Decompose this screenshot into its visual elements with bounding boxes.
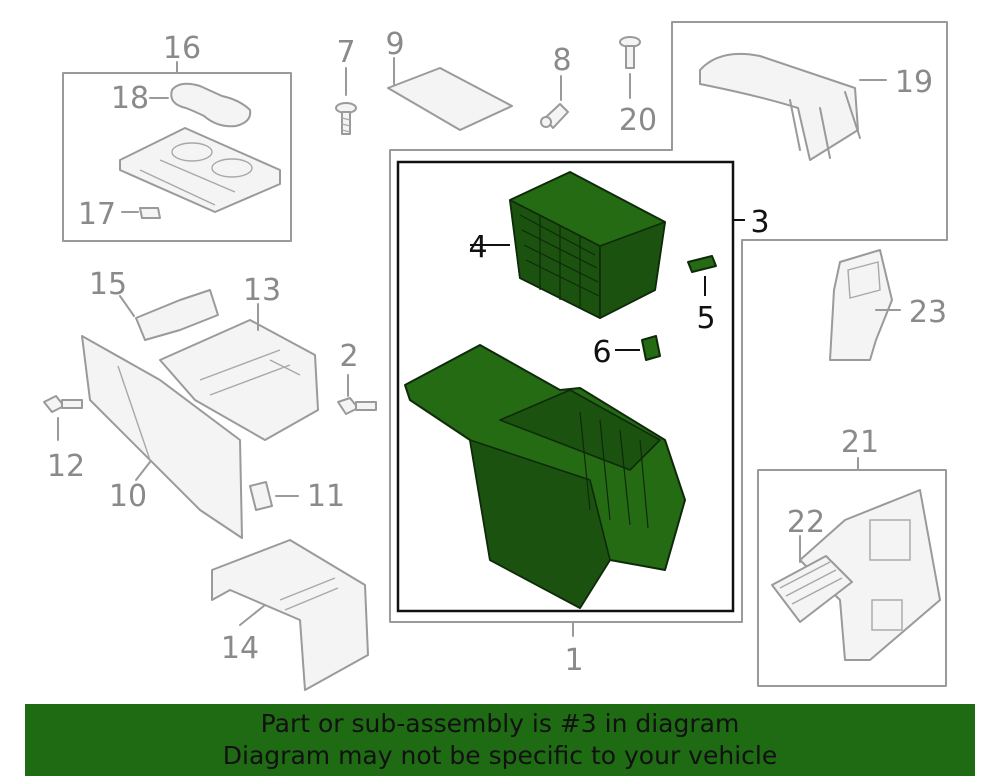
callout-18: 18 <box>111 81 149 116</box>
callout-14: 14 <box>221 631 259 666</box>
cup-holder-mat <box>170 82 252 128</box>
bracket-13 <box>159 303 319 441</box>
group-3-outline <box>389 21 948 623</box>
screw-20 <box>619 36 641 99</box>
callout-1: 1 <box>564 643 583 678</box>
callout-22: 22 <box>787 505 825 540</box>
callout-16: 16 <box>163 31 201 66</box>
clip-11 <box>249 481 299 511</box>
small-clip <box>139 207 161 219</box>
callout-7: 7 <box>336 35 355 70</box>
callout-10: 10 <box>109 479 147 514</box>
rear-panel <box>211 539 369 691</box>
parts-diagram: 16 18 17 7 9 8 20 19 3 4 5 6 15 13 2 12 … <box>43 21 948 691</box>
side-panel <box>81 335 243 539</box>
callout-19: 19 <box>895 65 933 100</box>
clip-5 <box>687 255 717 296</box>
rear-vent-group <box>757 457 947 687</box>
console-body <box>404 344 686 609</box>
bolt-2 <box>337 374 377 415</box>
bolt-12 <box>43 395 83 441</box>
clip-6 <box>615 335 661 361</box>
callout-4: 4 <box>468 230 487 265</box>
armrest-lid <box>699 52 887 161</box>
callout-6: 6 <box>592 335 611 370</box>
callout-9: 9 <box>385 27 404 62</box>
cup-holder-group <box>62 61 292 242</box>
pad-9 <box>387 57 513 131</box>
callout-13: 13 <box>243 273 281 308</box>
info-banner: Part or sub-assembly is #3 in diagram Di… <box>25 704 975 776</box>
callout-12: 12 <box>47 449 85 484</box>
storage-bin <box>470 171 666 319</box>
bracket-15 <box>119 289 219 341</box>
callout-5: 5 <box>696 301 715 336</box>
callout-17: 17 <box>78 197 116 232</box>
callout-21: 21 <box>841 425 879 460</box>
vent-duct <box>829 249 901 361</box>
callout-3: 3 <box>750 205 769 240</box>
callout-11: 11 <box>307 479 345 514</box>
banner-line-1: Part or sub-assembly is #3 in diagram <box>260 709 740 738</box>
callout-23: 23 <box>909 295 947 330</box>
callout-8: 8 <box>552 43 571 78</box>
cup-holder-body <box>119 127 281 213</box>
assembly-3-box <box>396 160 735 613</box>
bumper-8 <box>540 75 569 129</box>
callout-20: 20 <box>619 103 657 138</box>
screw-7 <box>335 67 357 135</box>
banner-line-2: Diagram may not be specific to your vehi… <box>222 741 778 770</box>
callout-15: 15 <box>89 267 127 302</box>
callout-2: 2 <box>339 339 358 374</box>
